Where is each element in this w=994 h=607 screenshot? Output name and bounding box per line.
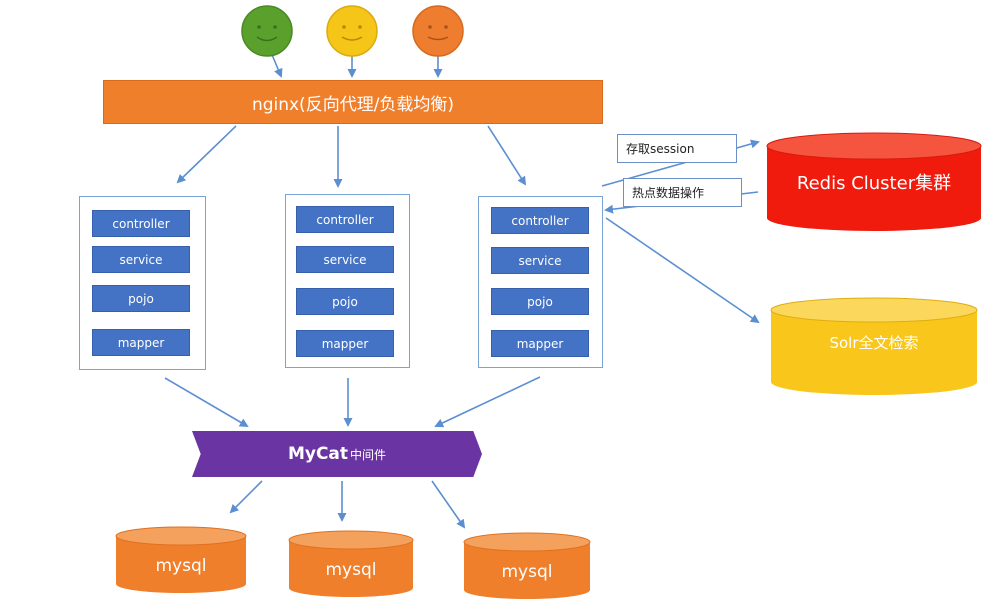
redis-cluster-icon: [766, 132, 982, 231]
mycat-label: MyCat: [287, 444, 349, 464]
service-layer: service: [491, 247, 589, 274]
redis-label: Redis Cluster集群: [796, 173, 952, 194]
controller-layer: controller: [491, 207, 589, 234]
mysql-label: mysql: [155, 556, 207, 576]
client-face-icon: [240, 4, 294, 58]
mysql-label: mysql: [501, 562, 553, 582]
arrow-server3-to-mycat: [434, 376, 541, 428]
pojo-layer: pojo: [296, 288, 394, 315]
controller-layer: controller: [296, 206, 394, 233]
client-face-icon: [325, 4, 379, 58]
nginx-label: nginx(反向代理/负载均衡): [251, 94, 455, 115]
mapper-layer: mapper: [491, 330, 589, 357]
arrow-mycat-to-mysql3: [431, 480, 466, 529]
arrow-mycat-to-mysql1: [229, 480, 263, 514]
smiley-green-icon: [241, 5, 293, 57]
solr-search-icon: [770, 297, 978, 395]
session-callout: 存取session: [617, 134, 737, 163]
mysql-database-icon: [463, 532, 591, 599]
mycat-sublabel: 中间件: [350, 447, 387, 462]
mysql-label: mysql: [325, 560, 377, 580]
hot-data-callout: 热点数据操作: [623, 178, 742, 207]
arrow-nginx-to-server1: [176, 125, 237, 184]
smiley-yellow-icon: [326, 5, 378, 57]
arrow-nginx-to-server3: [487, 125, 527, 186]
mysql-database-icon: [115, 526, 247, 593]
mysql-database-icon: [288, 530, 414, 597]
smiley-orange-icon: [412, 5, 464, 57]
hot-data-callout-label: 热点数据操作: [632, 186, 705, 200]
pojo-layer: pojo: [92, 285, 190, 312]
nginx-load-balancer: nginx(反向代理/负载均衡): [103, 80, 603, 124]
arrow-server3-to-solr: [605, 217, 760, 324]
solr-label: Solr全文检索: [829, 333, 919, 352]
mapper-layer: mapper: [296, 330, 394, 357]
arrow-server1-to-mycat: [164, 377, 249, 428]
service-layer: service: [92, 246, 190, 273]
pojo-layer: pojo: [491, 288, 589, 315]
service-layer: service: [296, 246, 394, 273]
controller-layer: controller: [92, 210, 190, 237]
session-callout-label: 存取session: [626, 142, 695, 156]
client-face-icon: [411, 4, 465, 58]
mapper-layer: mapper: [92, 329, 190, 356]
